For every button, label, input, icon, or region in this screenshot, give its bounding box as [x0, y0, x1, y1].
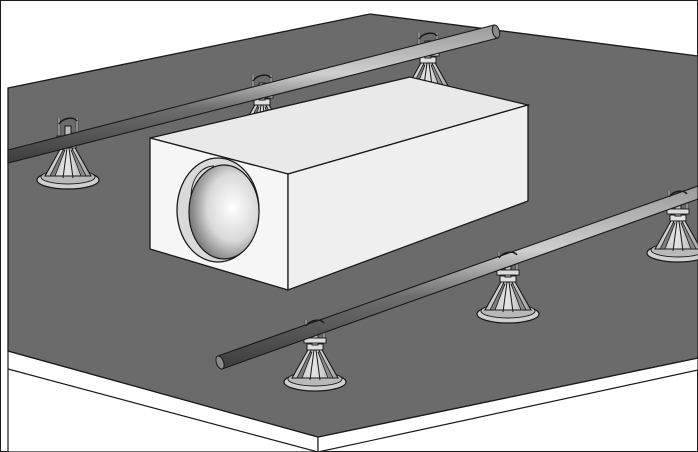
back-pipe-assembly [7, 24, 501, 191]
duct-outlet-opening [188, 164, 260, 260]
roof-slab-sides [7, 350, 698, 452]
front-pipe-assembly [215, 185, 698, 393]
duct-side [287, 104, 529, 291]
air-duct-unit [149, 76, 531, 291]
